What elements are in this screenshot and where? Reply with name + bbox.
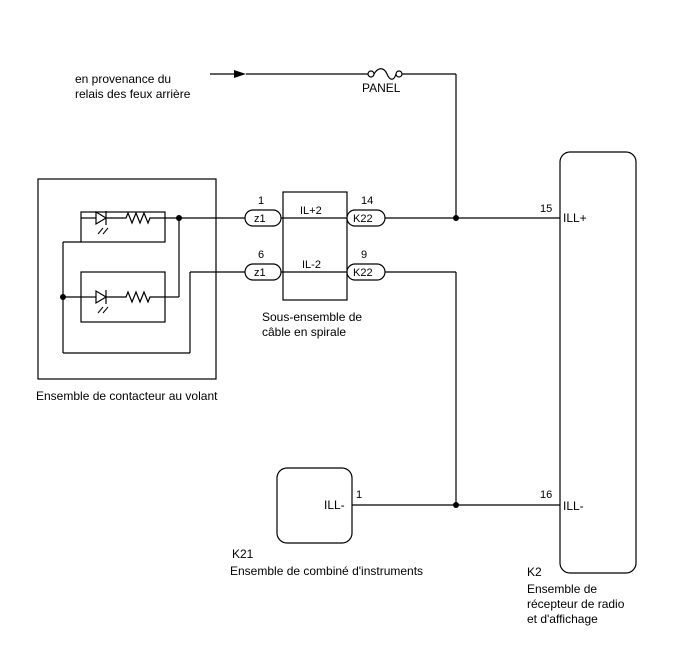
source-arrow bbox=[210, 70, 368, 78]
connector-z1-top-label: z1 bbox=[254, 213, 266, 225]
source-label-line1: en provenance du bbox=[75, 72, 171, 86]
led-resistor-top-icon bbox=[81, 210, 165, 235]
instrument-cluster-pin-label: ILL- bbox=[324, 498, 345, 512]
fuse-icon bbox=[367, 68, 403, 80]
receiver-code: K2 bbox=[527, 565, 542, 579]
instrument-cluster-label: Ensemble de combiné d'instruments bbox=[230, 564, 423, 578]
spiral-cable-label-line1: Sous-ensemble de bbox=[262, 310, 362, 324]
pin-k22-top: 14 bbox=[361, 195, 373, 207]
receiver-label-line1: Ensemble de bbox=[527, 582, 597, 596]
receiver-label-line2: récepteur de radio bbox=[527, 597, 625, 611]
connector-k22-top-label: K22 bbox=[353, 213, 373, 225]
signal-il-plus-2: IL+2 bbox=[300, 205, 322, 217]
signal-il-minus-2: IL-2 bbox=[302, 259, 321, 271]
receiver-pin-15: 15 bbox=[540, 203, 552, 215]
receiver-pin-16: 16 bbox=[540, 489, 552, 501]
instrument-cluster-box bbox=[276, 467, 353, 544]
instrument-cluster-code: K21 bbox=[232, 547, 254, 561]
pin-z1-top: 1 bbox=[258, 195, 264, 207]
pin-k22-bottom: 9 bbox=[361, 249, 367, 261]
spiral-cable-label-line2: câble en spirale bbox=[262, 325, 346, 339]
switch-assembly-label: Ensemble de contacteur au volant bbox=[36, 389, 218, 403]
receiver-label-line3: et d'affichage bbox=[527, 612, 598, 626]
connector-z1-bottom-label: z1 bbox=[254, 267, 266, 279]
source-label-line2: relais des feux arrière bbox=[75, 87, 191, 101]
receiver-pin-ill-minus-label: ILL- bbox=[563, 499, 584, 513]
radio-receiver-box bbox=[559, 151, 637, 574]
receiver-pin-ill-plus-label: ILL+ bbox=[563, 211, 587, 225]
instrument-cluster-pin-number: 1 bbox=[356, 489, 362, 501]
spiral-cable-box bbox=[282, 191, 348, 301]
pin-z1-bottom: 6 bbox=[258, 249, 264, 261]
led-resistor-bottom-icon bbox=[81, 289, 165, 314]
connector-k22-bottom-label: K22 bbox=[353, 267, 373, 279]
fuse-label: PANEL bbox=[362, 81, 401, 95]
switch-top bbox=[80, 211, 166, 243]
